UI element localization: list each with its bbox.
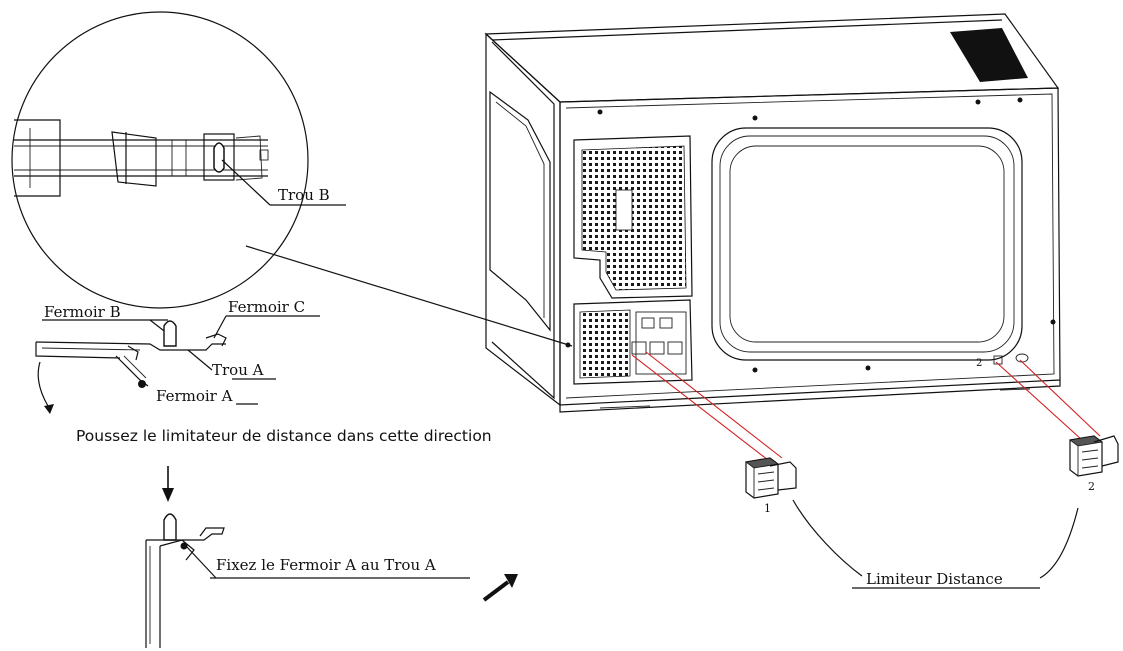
limiter-side-view: Fermoir B Fermoir C Trou A Fermoir A [35,298,320,414]
zoom-connector-line [245,245,573,347]
svg-text:2: 2 [976,358,982,369]
spacer-2: 2 [1069,435,1119,493]
push-instruction-text: Poussez le limitateur de distance dans c… [76,427,492,445]
fix-instruction-text: Fixez le Fermoir A au Trou A [216,556,436,574]
fermoir-a-label: Fermoir A [156,387,233,405]
spacer-1-number: 1 [764,502,771,515]
spacer-2-number: 2 [1088,480,1095,493]
trou-a-label: Trou A [212,361,264,379]
zoom-detail-circle: Trou B [11,11,346,309]
spacer-caption-group: Limiteur Distance [792,499,1079,589]
trou-b-label: Trou B [278,186,330,204]
limiteur-distance-label: Limiteur Distance [866,570,1003,588]
spacer-1: 1 [745,457,797,515]
microwave-rear-view: 2 [484,13,1061,413]
fermoir-b-label: Fermoir B [44,303,121,321]
top-vent [950,28,1028,82]
fermoir-c-label: Fermoir C [228,298,305,316]
guide-lines [631,351,1101,461]
diagonal-arrow-icon [482,574,518,602]
limiter-installed-view: Fixez le Fermoir A au Trou A [145,513,470,648]
down-arrow-icon [162,466,174,502]
